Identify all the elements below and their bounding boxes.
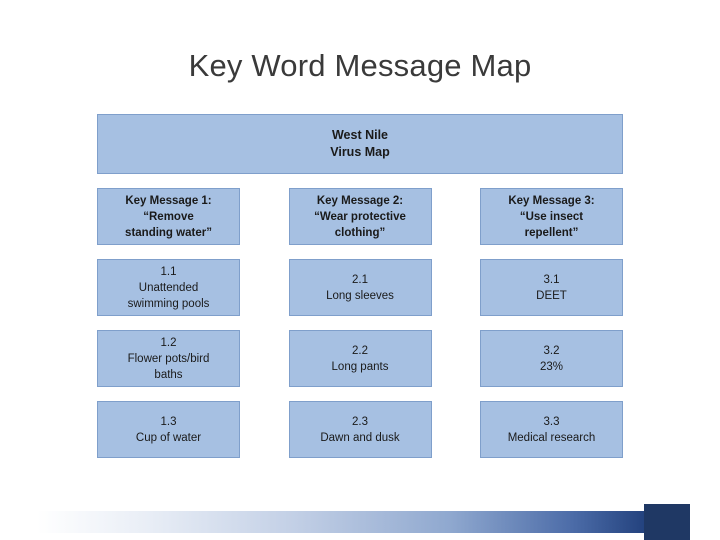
- supporting-row-3: 1.3 Cup of water 2.3 Dawn and dusk 3.3 M…: [97, 401, 623, 458]
- supporting-point-3-2-line-1: 3.2: [543, 344, 560, 357]
- map-banner: West Nile Virus Map: [97, 114, 623, 174]
- supporting-point-1-1-line-1: 1.1: [160, 265, 177, 278]
- supporting-point-1-2: 1.2 Flower pots/bird baths: [97, 330, 240, 387]
- supporting-row-2: 1.2 Flower pots/bird baths 2.2 Long pant…: [97, 330, 623, 387]
- key-message-3-line-3: repellent”: [524, 226, 579, 239]
- supporting-point-1-1: 1.1 Unattended swimming pools: [97, 259, 240, 316]
- supporting-point-2-3-line-2: Dawn and dusk: [320, 431, 400, 444]
- supporting-point-2-1: 2.1 Long sleeves: [288, 259, 432, 316]
- map-banner-line-1: West Nile: [331, 128, 389, 142]
- key-message-3-line-2: “Use insect: [519, 210, 584, 223]
- page-title: Key Word Message Map: [188, 48, 532, 83]
- map-banner-line-2: Virus Map: [330, 145, 390, 159]
- supporting-point-1-1-line-3: swimming pools: [127, 297, 210, 310]
- supporting-point-2-2-line-1: 2.2: [352, 344, 368, 357]
- key-message-1-line-3: standing water”: [125, 226, 212, 239]
- key-message-row: Key Message 1: “Remove standing water” K…: [97, 188, 623, 245]
- key-message-2-line-3: clothing”: [334, 226, 386, 239]
- supporting-point-2-1-line-1: 2.1: [352, 273, 368, 286]
- key-message-3: Key Message 3: “Use insect repellent”: [480, 188, 623, 245]
- supporting-point-1-2-line-3: baths: [154, 368, 183, 381]
- supporting-point-3-2-line-2: 23%: [539, 360, 564, 373]
- key-message-3-line-1: Key Message 3:: [508, 194, 595, 207]
- message-map: West Nile Virus Map Key Message 1: “Remo…: [97, 114, 623, 458]
- supporting-point-1-3-line-1: 1.3: [160, 415, 177, 428]
- footer-accent-block: [644, 504, 690, 540]
- footer-gradient-bar: [37, 511, 645, 533]
- supporting-point-3-3-line-1: 3.3: [543, 415, 560, 428]
- footer-end-block: [690, 504, 720, 540]
- supporting-point-2-1-line-2: Long sleeves: [326, 289, 394, 302]
- supporting-point-1-3: 1.3 Cup of water: [97, 401, 240, 458]
- footer-decoration: [0, 504, 720, 540]
- supporting-row-1: 1.1 Unattended swimming pools 2.1 Long s…: [97, 259, 623, 316]
- supporting-point-1-1-line-2: Unattended: [138, 281, 199, 294]
- key-message-1-line-1: Key Message 1:: [125, 194, 212, 207]
- supporting-point-2-2-line-2: Long pants: [331, 360, 389, 373]
- supporting-point-2-3: 2.3 Dawn and dusk: [288, 401, 432, 458]
- supporting-point-3-3: 3.3 Medical research: [480, 401, 623, 458]
- supporting-point-3-1: 3.1 DEET: [480, 259, 623, 316]
- key-message-1-line-2: “Remove: [143, 210, 194, 223]
- supporting-point-3-1-line-2: DEET: [536, 289, 567, 302]
- key-message-1: Key Message 1: “Remove standing water”: [97, 188, 240, 245]
- supporting-point-3-2: 3.2 23%: [480, 330, 623, 387]
- supporting-point-2-2: 2.2 Long pants: [288, 330, 432, 387]
- key-message-2-line-1: Key Message 2:: [316, 194, 404, 207]
- key-message-2: Key Message 2: “Wear protective clothing…: [288, 188, 432, 245]
- key-message-2-line-2: “Wear protective: [314, 210, 406, 223]
- supporting-point-1-2-line-2: Flower pots/bird: [127, 352, 210, 365]
- supporting-point-2-3-line-1: 2.3: [352, 415, 368, 428]
- supporting-point-1-3-line-2: Cup of water: [135, 431, 202, 444]
- supporting-point-3-3-line-2: Medical research: [507, 431, 596, 444]
- supporting-point-3-1-line-1: 3.1: [543, 273, 560, 286]
- supporting-point-1-2-line-1: 1.2: [160, 336, 177, 349]
